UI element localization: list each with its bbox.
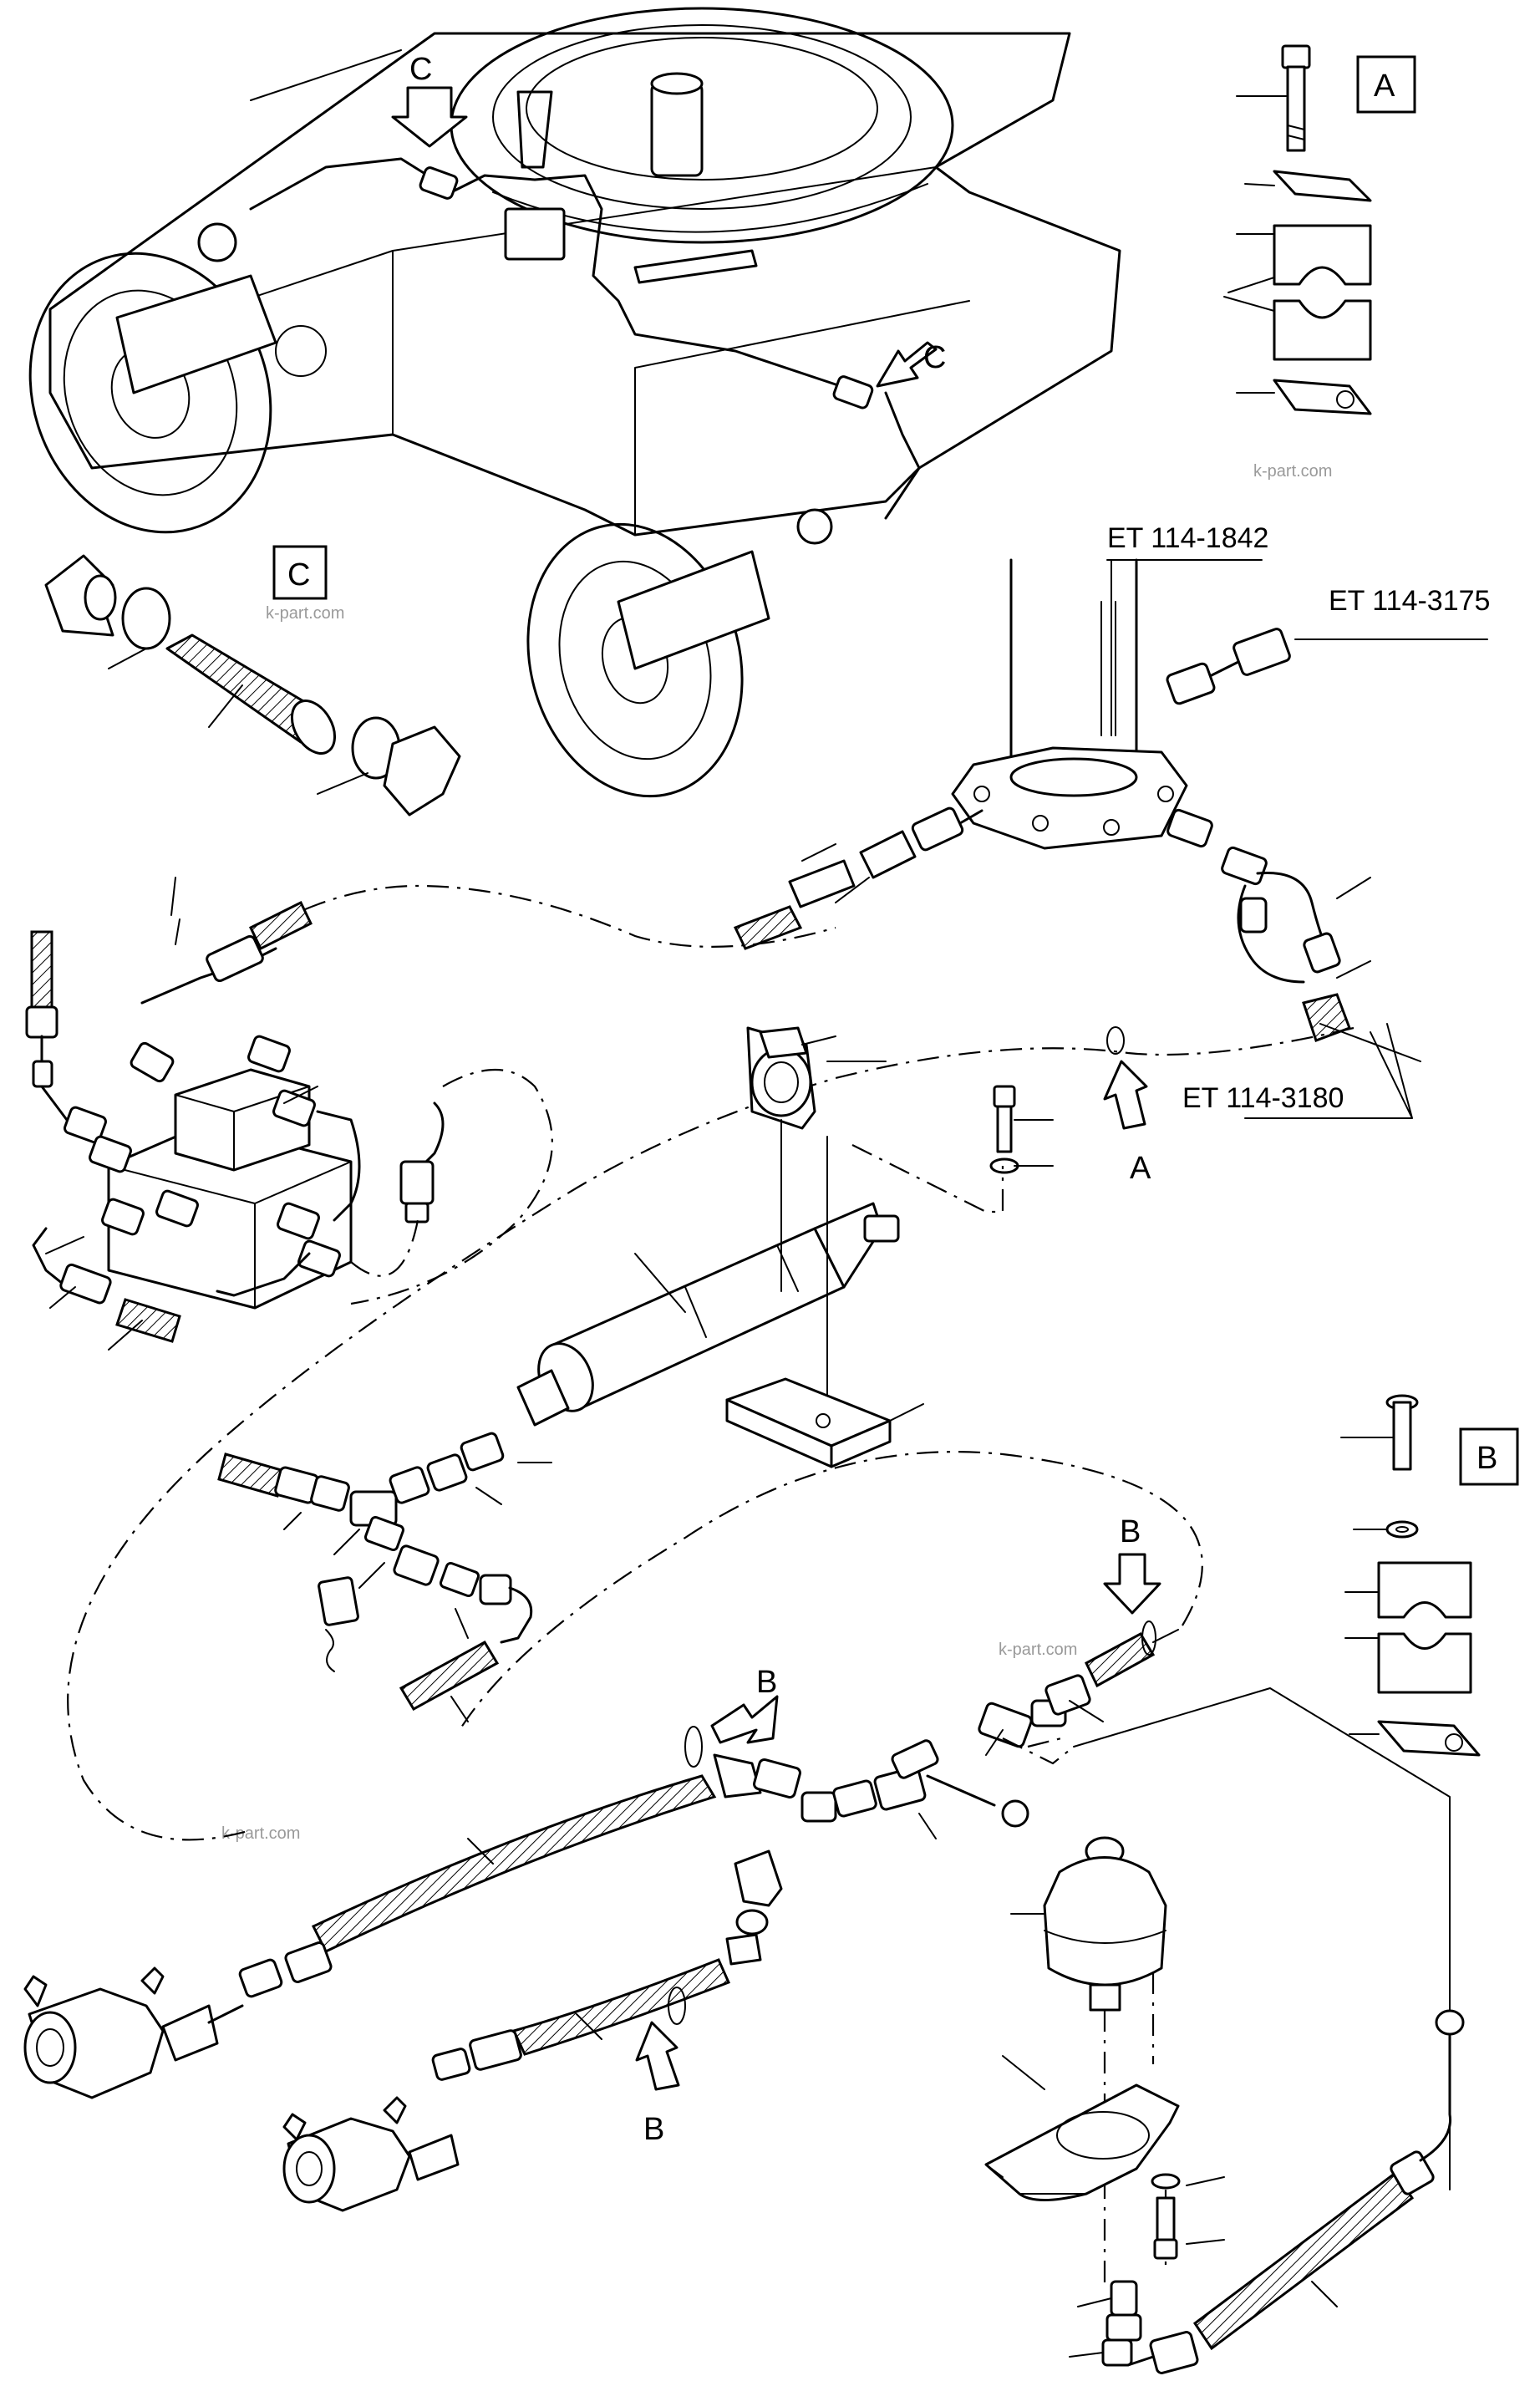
view-arrow-a-label: A — [1130, 1151, 1151, 1186]
right-loop-fittings — [1166, 808, 1421, 1062]
hydraulic-cylinder — [516, 1202, 900, 1427]
detail-c: C — [44, 545, 461, 817]
view-arrow-c-top: C — [391, 52, 468, 148]
ref-et-114-1842-label: ET 114-1842 — [1107, 522, 1268, 554]
watermark-1: k-part.com — [1253, 462, 1332, 481]
view-arrow-b-lower: B — [635, 1987, 686, 2147]
pedestal — [951, 558, 1188, 850]
watermark-3: k-part.com — [999, 1641, 1077, 1659]
detail-b: B — [1340, 1394, 1519, 1757]
watermark-4: k-part.com — [221, 1824, 300, 1843]
pipe-clamp — [746, 1026, 1054, 1422]
ref-et-114-3175: ET 114-3175 — [1166, 585, 1490, 705]
view-arrow-b-right: B — [1103, 1514, 1161, 1615]
tee-fittings — [217, 1432, 552, 1722]
view-arrow-b-upper-label: B — [756, 1665, 777, 1700]
view-arrow-c-top-label: C — [409, 52, 432, 87]
routing-line-return — [67, 1026, 1354, 1841]
ref-et-114-3180: ET 114-3180 — [1182, 1023, 1413, 1119]
view-arrow-c-right: C — [876, 340, 946, 388]
view-arrow-b-upper: B — [684, 1665, 779, 1768]
detail-b-label: B — [1476, 1441, 1497, 1476]
machine-frame — [28, 7, 1121, 798]
accumulator — [984, 1836, 1465, 2374]
valve-block — [25, 877, 553, 1351]
ref-et-114-1842: ET 114-1842 — [1106, 522, 1268, 736]
detail-a-box — [1356, 55, 1416, 114]
detail-c-box — [272, 545, 328, 600]
lower-hose-assembly: B B B — [23, 1451, 1451, 2212]
ref-et-114-3175-label: ET 114-3175 — [1329, 585, 1490, 617]
center-hose-fittings — [733, 806, 983, 950]
mounting-plate — [725, 1377, 924, 1468]
view-arrow-c-right-label: C — [923, 340, 946, 375]
detail-a: A — [1223, 44, 1416, 415]
routing-line-upper — [267, 884, 836, 948]
view-arrow-b-lower-label: B — [643, 2112, 664, 2147]
detail-c-label: C — [287, 557, 310, 593]
detail-a-label: A — [1374, 69, 1395, 104]
ref-et-114-3180-label: ET 114-3180 — [1182, 1082, 1344, 1114]
view-arrow-a: A — [1103, 1026, 1151, 1186]
detail-b-box — [1459, 1427, 1519, 1486]
watermark-2: k-part.com — [266, 604, 344, 623]
view-arrow-b-right-label: B — [1120, 1514, 1141, 1549]
